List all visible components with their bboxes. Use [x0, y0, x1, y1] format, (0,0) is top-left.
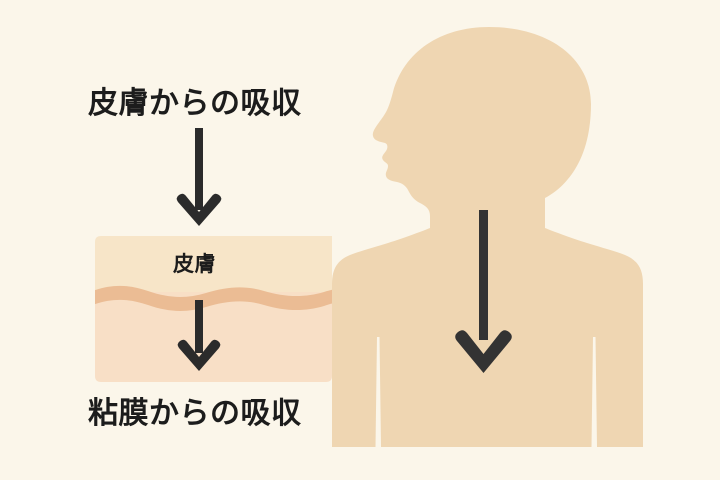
left-arm-gap	[375, 337, 381, 447]
arrow-skin-absorption	[176, 128, 222, 226]
label-mucosa-absorption: 粘膜からの吸収	[88, 397, 302, 430]
label-skin-absorption: 皮膚からの吸収	[88, 87, 302, 120]
arrow-body-absorption	[455, 210, 512, 373]
right-arm-gap	[591, 337, 597, 447]
label-skin-layer: 皮膚	[173, 253, 216, 276]
skin-wave-divider	[95, 285, 332, 311]
arrow-mucosa-absorption	[177, 300, 221, 371]
